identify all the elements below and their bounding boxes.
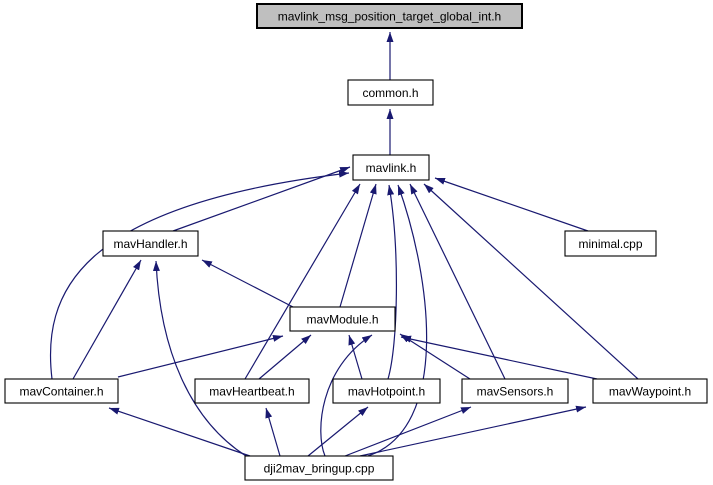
- edge-bringup-to-mavmodule: [320, 334, 373, 457]
- node-label: mavlink_msg_position_target_global_int.h: [278, 10, 501, 24]
- node-label: mavHotpoint.h: [348, 385, 425, 399]
- node-label: mavHeartbeat.h: [209, 385, 294, 399]
- node-mavlink-msg-position-target-global-int-h: mavlink_msg_position_target_global_int.h: [256, 3, 523, 29]
- edge-mavheartbeat-to-mavmodule: [258, 334, 312, 380]
- node-label: mavHandler.h: [113, 237, 187, 251]
- edge-bringup-to-mavhandler: [152, 260, 247, 457]
- edge-mavhotpoint-to-mavmodule: [348, 334, 363, 380]
- edge-bringup-to-mavheartbeat: [265, 407, 281, 457]
- edge-mavheartbeat-to-mavlink: [244, 183, 361, 380]
- node-minimal-cpp[interactable]: minimal.cpp: [564, 230, 657, 257]
- node-mavhandler-h[interactable]: mavHandler.h: [102, 230, 199, 257]
- edge-mavcontainer-to-mavlink: [49, 170, 350, 380]
- node-label: mavWaypoint.h: [609, 385, 691, 399]
- node-label: dji2mav_bringup.cpp: [264, 462, 375, 476]
- node-label: mavlink.h: [366, 161, 417, 175]
- node-mavsensors-h[interactable]: mavSensors.h: [461, 378, 569, 404]
- node-common-h[interactable]: common.h: [347, 79, 434, 106]
- edge-bringup-to-mavwaypoint: [359, 405, 587, 457]
- node-label: minimal.cpp: [578, 237, 642, 251]
- node-dji2mav-bringup-cpp[interactable]: dji2mav_bringup.cpp: [244, 455, 394, 481]
- edge-bringup-to-mavhotpoint: [307, 406, 369, 457]
- node-mavlink-h[interactable]: mavlink.h: [352, 154, 430, 181]
- edge-mavmodule-to-mavhandler: [201, 259, 294, 308]
- edge-bringup-to-mavlink: [367, 184, 428, 457]
- node-label: common.h: [362, 86, 418, 100]
- edge-mavwaypoint-to-mavmodule: [400, 335, 598, 380]
- edge-mavhandler-to-mavlink: [172, 166, 351, 232]
- edge-mavcontainer-to-mavmodule: [117, 335, 284, 378]
- edge-bringup-to-mavsensors: [344, 406, 472, 457]
- node-label: mavSensors.h: [477, 385, 554, 399]
- node-label: mavContainer.h: [19, 385, 103, 399]
- edge-bringup-to-mavcontainer: [108, 407, 251, 457]
- node-mavcontainer-h[interactable]: mavContainer.h: [4, 378, 119, 404]
- node-mavwaypoint-h[interactable]: mavWaypoint.h: [592, 378, 708, 404]
- edge-mavhotpoint-to-mavlink: [387, 184, 398, 380]
- node-label: mavModule.h: [306, 313, 378, 327]
- node-mavmodule-h[interactable]: mavModule.h: [289, 306, 396, 332]
- edge-mavsensors-to-mavlink: [409, 183, 506, 380]
- edge-mavmodule-to-mavlink: [339, 183, 377, 308]
- edge-mavcontainer-to-mavhandler: [72, 259, 142, 380]
- node-mavheartbeat-h[interactable]: mavHeartbeat.h: [194, 378, 310, 404]
- edge-minimal-to-mavlink: [434, 177, 589, 232]
- edge-mavsensors-to-mavmodule: [399, 333, 471, 380]
- edge-mavwaypoint-to-mavlink: [423, 183, 639, 380]
- node-mavhotpoint-h[interactable]: mavHotpoint.h: [332, 378, 441, 404]
- edges: [49, 32, 639, 457]
